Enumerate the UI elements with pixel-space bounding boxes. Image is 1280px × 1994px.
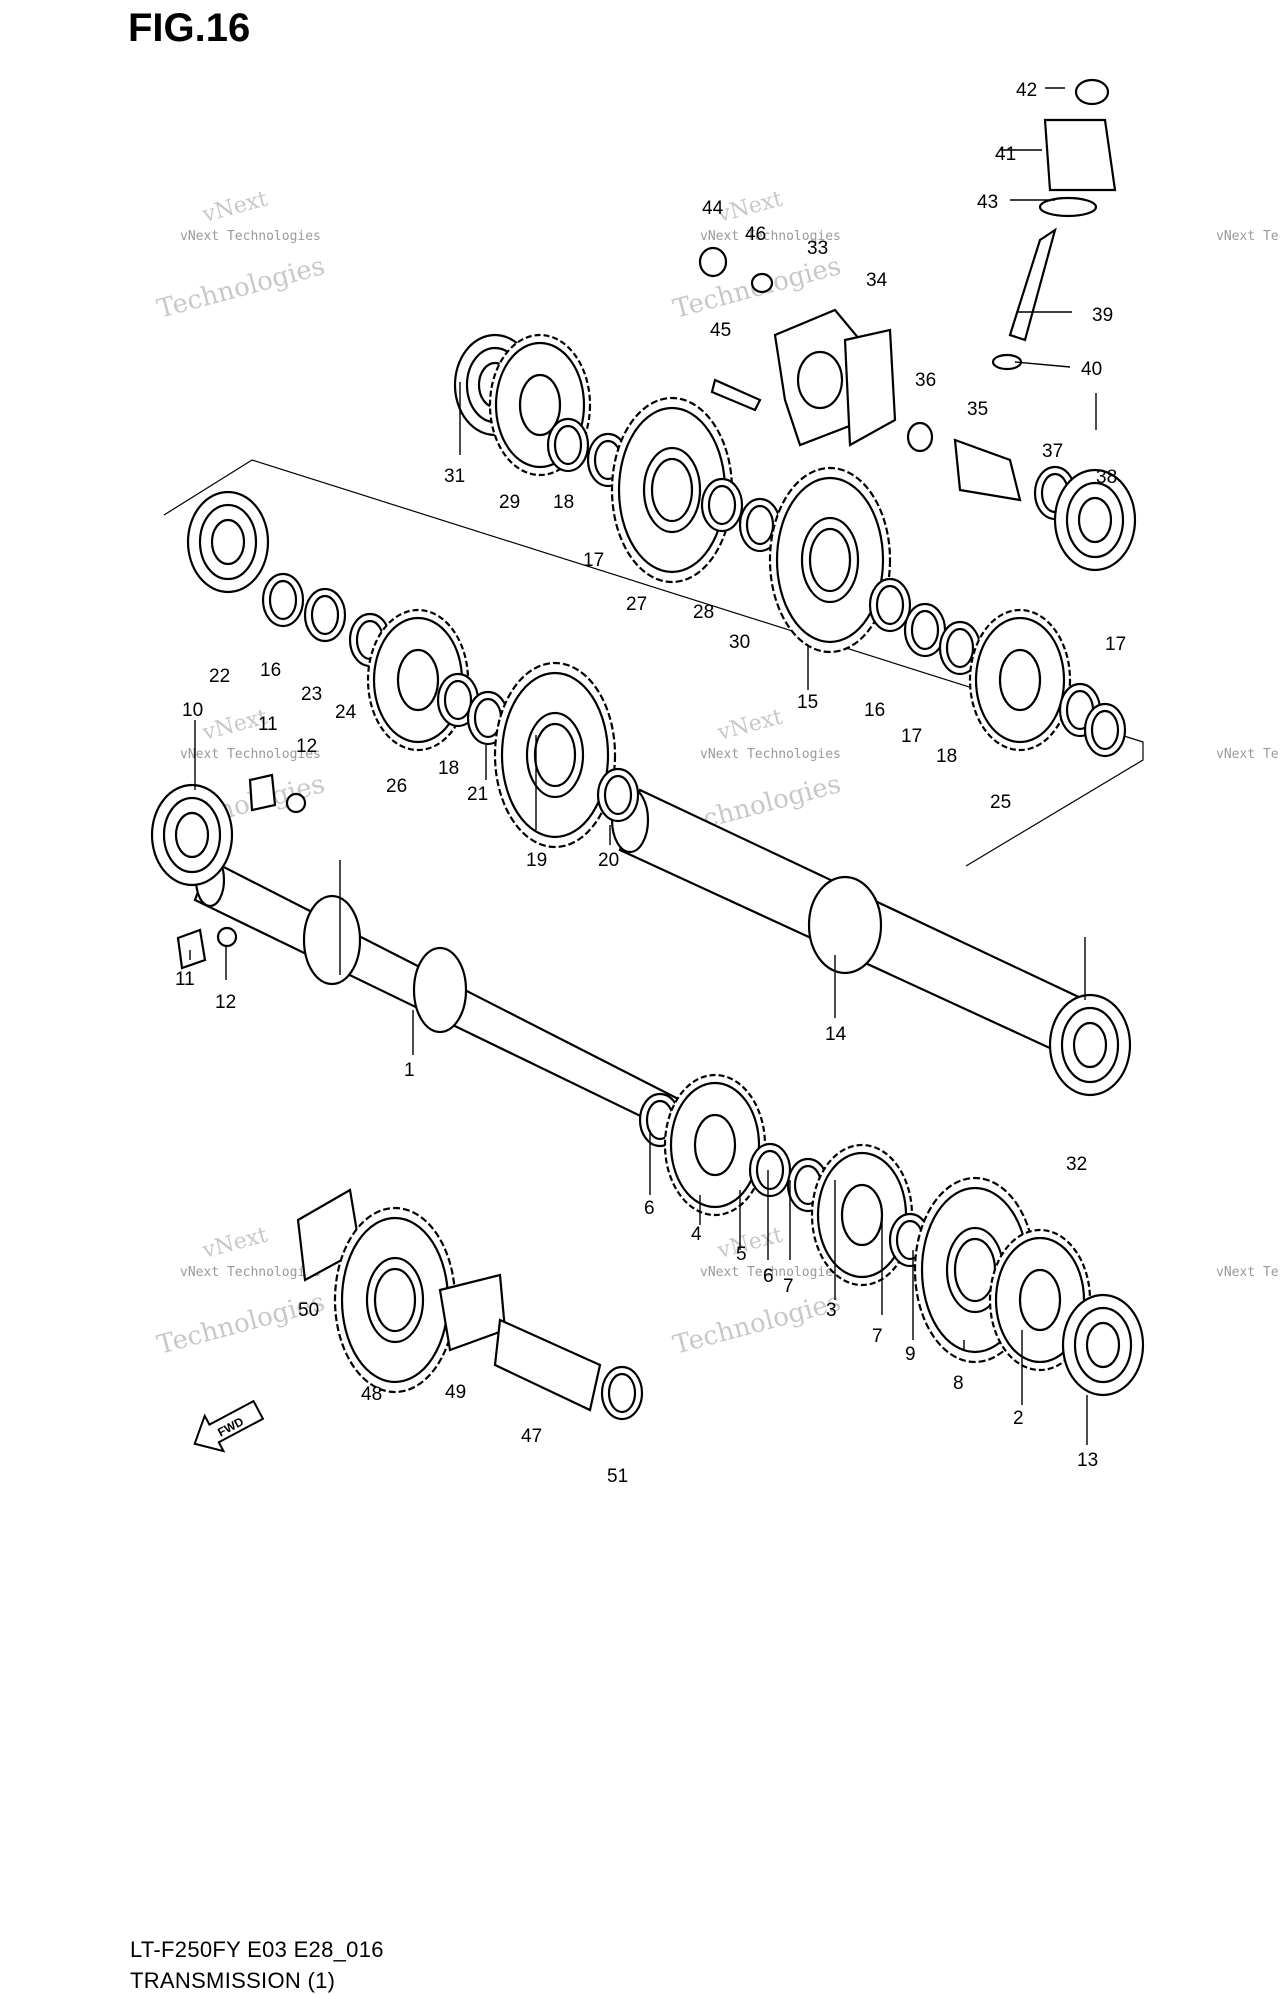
callout-24: 24 <box>335 702 357 723</box>
callout-48: 48 <box>361 1384 382 1405</box>
watermark-text: vNext <box>714 1223 785 1265</box>
callout-29: 29 <box>499 492 520 513</box>
model-code: LT-F250FY E03 E28_016 <box>130 1937 384 1962</box>
callout-20: 20 <box>598 850 619 871</box>
callout-36: 36 <box>915 370 936 391</box>
callout-19: 19 <box>526 850 547 871</box>
callout-13: 13 <box>1077 1450 1098 1471</box>
fwd-arrow-icon: FWD <box>193 1399 265 1453</box>
callout-1: 1 <box>404 1060 415 1081</box>
callout-40: 40 <box>1081 359 1102 380</box>
callout-23: 23 <box>301 684 322 705</box>
callout-7b: 7 <box>872 1326 883 1347</box>
callout-32: 32 <box>1066 1154 1087 1175</box>
callout-25: 25 <box>990 792 1011 813</box>
callout-50: 50 <box>298 1300 319 1321</box>
watermark-text: vNext Technologies <box>180 747 321 762</box>
drive-shaft-assembly <box>296 1188 644 1421</box>
callout-10: 10 <box>182 700 203 721</box>
callout-21: 21 <box>467 784 488 805</box>
callout-45: 45 <box>710 320 731 341</box>
callout-16a: 16 <box>260 660 281 681</box>
callout-9: 9 <box>905 1344 916 1365</box>
main-shaft <box>193 852 702 1142</box>
watermark-text: Technologies <box>154 1287 328 1361</box>
countershaft-frame <box>163 459 1144 867</box>
callout-44: 44 <box>702 198 724 219</box>
callout-12b: 12 <box>215 992 236 1013</box>
callout-39: 39 <box>1092 305 1113 326</box>
watermark-text: vNext Technologies <box>1216 229 1280 244</box>
callout-6b: 6 <box>763 1266 774 1287</box>
watermark-text: vNext Technologies <box>180 229 321 244</box>
callout-34: 34 <box>866 270 888 291</box>
watermark-text: vNext Technologies <box>700 747 841 762</box>
callout-31: 31 <box>444 466 465 487</box>
callout-35: 35 <box>967 399 988 420</box>
callout-14: 14 <box>825 1024 847 1045</box>
watermark-text: vNext <box>199 1223 270 1265</box>
speedometer-housing <box>773 308 897 447</box>
watermark-text: vNext <box>199 187 270 229</box>
callout-47: 47 <box>521 1426 542 1447</box>
watermark-text: vNext <box>714 705 785 747</box>
callout-46: 46 <box>745 224 766 245</box>
callout-27: 27 <box>626 594 647 615</box>
watermark-text: vNext Technologies <box>700 1265 841 1280</box>
callout-26: 26 <box>386 776 407 797</box>
exploded-parts-diagram: vNext vNext Technologies Technologies vN… <box>150 78 1280 1487</box>
callout-17a: 17 <box>583 550 604 571</box>
callout-41: 41 <box>995 144 1016 165</box>
speedometer-sleeve <box>991 78 1117 371</box>
watermark-text: Technologies <box>670 1287 844 1361</box>
watermark-text: vNext Technologies <box>700 229 841 244</box>
callout-51: 51 <box>607 1466 628 1487</box>
callout-43: 43 <box>977 192 998 213</box>
callout-7a: 7 <box>783 1276 794 1297</box>
callout-42: 42 <box>1016 80 1037 101</box>
callout-12a: 12 <box>296 736 317 757</box>
callout-18a: 18 <box>553 492 574 513</box>
callout-3: 3 <box>826 1300 837 1321</box>
callout-16b: 16 <box>864 700 885 721</box>
callout-17c: 17 <box>1105 634 1126 655</box>
callout-6a: 6 <box>644 1198 655 1219</box>
callout-22: 22 <box>209 666 230 687</box>
callout-33: 33 <box>807 238 828 259</box>
callout-30: 30 <box>729 632 750 653</box>
callout-37: 37 <box>1042 441 1063 462</box>
callout-15: 15 <box>797 692 818 713</box>
leader-lines <box>189 87 1097 1445</box>
speedometer-driven-gear <box>906 421 1137 572</box>
watermark-text: Technologies <box>154 251 328 325</box>
countershaft <box>610 786 1087 1057</box>
callout-18c: 18 <box>936 746 957 767</box>
watermark-text: vNext Technologies <box>1216 747 1280 762</box>
watermark-text: vNext <box>714 187 785 229</box>
callout-18b: 18 <box>438 758 459 779</box>
callout-8: 8 <box>953 1373 964 1394</box>
callout-2: 2 <box>1013 1408 1024 1429</box>
callout-11b: 11 <box>175 969 195 990</box>
gear-22 <box>186 490 270 594</box>
watermark-text: vNext Technologies <box>1216 1265 1280 1280</box>
watermark-text: vNext Technologies <box>180 1265 321 1280</box>
callout-5: 5 <box>736 1244 747 1265</box>
callout-28: 28 <box>693 602 714 623</box>
figure-title: FIG.16 <box>128 6 251 50</box>
callout-17b: 17 <box>901 726 922 747</box>
callout-labels: 1 2 3 4 5 6 6 7 7 8 9 10 11 11 12 12 13 … <box>175 80 1126 1487</box>
callout-38: 38 <box>1096 467 1117 488</box>
callout-4: 4 <box>691 1224 702 1245</box>
section-name: TRANSMISSION (1) <box>130 1968 336 1993</box>
callout-11a: 11 <box>258 714 278 735</box>
bolts <box>176 246 774 970</box>
callout-49: 49 <box>445 1382 466 1403</box>
